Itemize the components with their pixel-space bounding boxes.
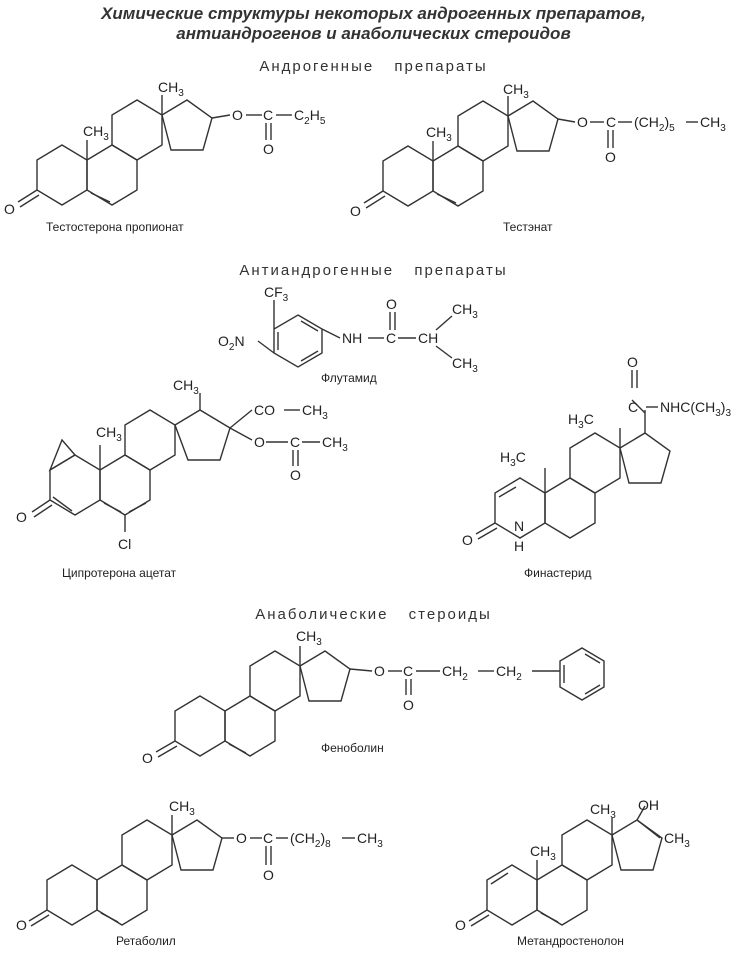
ester-oxygen-label: O <box>577 114 588 130</box>
methyl-label: CH3 <box>590 801 616 821</box>
compound-name: Флутамид <box>321 371 377 385</box>
hydroxyl-label: OH <box>638 797 659 813</box>
methylene-chain-label: (CH2)8 <box>290 830 331 850</box>
phenyl-ring <box>559 647 605 701</box>
lactam-oxygen-label: O <box>462 532 473 548</box>
testosterone-propionate-structure: CH3 CH3 O C C2H5 O O <box>4 79 326 217</box>
ester-oxygen-label: O <box>254 434 265 450</box>
compound-name: Ципротерона ацетат <box>62 566 177 580</box>
methyl-label: CH3 <box>503 81 529 101</box>
methyl-label: CH3 <box>530 843 556 863</box>
methyl-label: CH3 <box>664 830 690 850</box>
keto-oxygen-label: O <box>455 917 466 933</box>
methyl-label: CH3 <box>426 124 452 144</box>
compound-name: Феноболин <box>321 741 384 755</box>
flutamide-structure: CF3 O2N NH C O CH CH3 CH3 <box>218 284 478 375</box>
nitrogen-label: N <box>514 518 524 534</box>
methyl-label: H3C <box>500 449 526 469</box>
carbonyl-oxygen-label: O <box>605 149 616 165</box>
substituent-bonds <box>257 300 453 359</box>
keto-oxygen-label: O <box>350 203 361 219</box>
methyl-label: CH3 <box>158 79 184 99</box>
tert-butylamide-label: NHC(CH3)3 <box>660 399 731 419</box>
carbonyl-carbon-label: C <box>606 114 616 130</box>
methylene-chain-label: (CH2)5 <box>634 114 675 134</box>
testenat-structure: CH3 CH3 O C (CH2)5 CH3 O O <box>350 81 726 219</box>
amide-oxygen-label: O <box>386 296 397 312</box>
ester-oxygen-label: O <box>236 830 247 846</box>
methylene-label: CH2 <box>442 663 468 683</box>
methyl-label: CH3 <box>169 798 195 818</box>
ester-oxygen-label: O <box>232 107 243 123</box>
methyl-label: CH3 <box>96 424 122 444</box>
steroid-skeleton <box>17 95 292 208</box>
steroid-skeleton <box>363 96 698 209</box>
carbonyl-carbon-label: C <box>263 107 273 123</box>
compound-name: Финастерид <box>524 566 592 580</box>
carbonyl-carbon-label: C <box>263 830 273 846</box>
terminal-methyl-label: CH3 <box>357 830 383 850</box>
title-line-2: антиандрогенов и анаболических стероидов <box>176 24 571 43</box>
nitro-label: O2N <box>218 333 245 353</box>
ester-methyl-label: CH3 <box>322 434 348 454</box>
carbonyl-oxygen-label: O <box>403 697 414 713</box>
terminal-methyl-label: CH3 <box>700 114 726 134</box>
acetyl-methyl-label: CH3 <box>302 402 328 422</box>
methyl-label: CH3 <box>83 123 109 143</box>
section-heading-antiandrogens: Антиандрогенные препараты <box>239 262 508 279</box>
ethyl-label: C2H5 <box>294 107 326 127</box>
methine-label: CH <box>418 330 438 346</box>
methyl-label: CH3 <box>452 301 478 321</box>
amide-carbon-label: C <box>386 330 396 346</box>
acetyl-co-label: CO <box>254 402 275 418</box>
hydrogen-label: H <box>514 538 524 554</box>
keto-oxygen-label: O <box>4 201 15 217</box>
steroid-skeleton <box>28 815 355 927</box>
methyl-label: CH3 <box>296 628 322 648</box>
compound-name: Метандростенолон <box>517 934 624 948</box>
section-heading-androgens: Андрогенные препараты <box>259 58 488 75</box>
retabolil-structure: CH3 O C (CH2)8 CH3 O O <box>16 798 383 933</box>
carbonyl-oxygen-label: O <box>263 141 274 157</box>
carbonyl-carbon-label: C <box>403 663 413 679</box>
phenobolin-structure: CH3 O C CH2 CH2 O O <box>142 628 605 766</box>
methyl-label: CH3 <box>452 355 478 375</box>
methylene-label: CH2 <box>496 663 522 683</box>
ester-oxygen-label: O <box>374 663 385 679</box>
compound-name: Тестостерона пропионат <box>46 220 184 234</box>
section-heading-anabolics: Анаболические стероиды <box>255 606 492 623</box>
keto-oxygen-label: O <box>16 509 27 525</box>
steroid-skeleton <box>155 646 560 758</box>
keto-oxygen-label: O <box>16 917 27 933</box>
amide-nh-label: NH <box>342 330 362 346</box>
steroid-skeleton <box>468 805 663 927</box>
carbonyl-oxygen-label: O <box>290 467 301 483</box>
compound-name: Тестэнат <box>503 220 553 234</box>
finasteride-structure: O C NHC(CH3)3 H3C H3C O N H <box>462 354 731 554</box>
page-title: Химические структуры некоторых андрогенн… <box>0 4 747 44</box>
chlorine-label: Cl <box>118 536 131 552</box>
methyl-label: CH3 <box>173 377 199 397</box>
ester-carbon-label: C <box>290 434 300 450</box>
title-line-1: Химические структуры некоторых андрогенн… <box>101 4 646 23</box>
steroid-skeleton <box>31 393 320 532</box>
amide-carbon-label: C <box>628 399 638 415</box>
methyl-label: H3C <box>568 411 594 431</box>
carbonyl-oxygen-label: O <box>263 867 274 883</box>
keto-oxygen-label: O <box>142 750 153 766</box>
amide-oxygen-label: O <box>627 354 638 370</box>
compound-name: Ретаболил <box>116 934 176 948</box>
trifluoromethyl-label: CF3 <box>264 284 289 304</box>
cyproterone-acetate-structure: CH3 CH3 CO CH3 O C CH3 O O Cl <box>16 377 348 552</box>
steroid-skeleton <box>475 370 671 540</box>
